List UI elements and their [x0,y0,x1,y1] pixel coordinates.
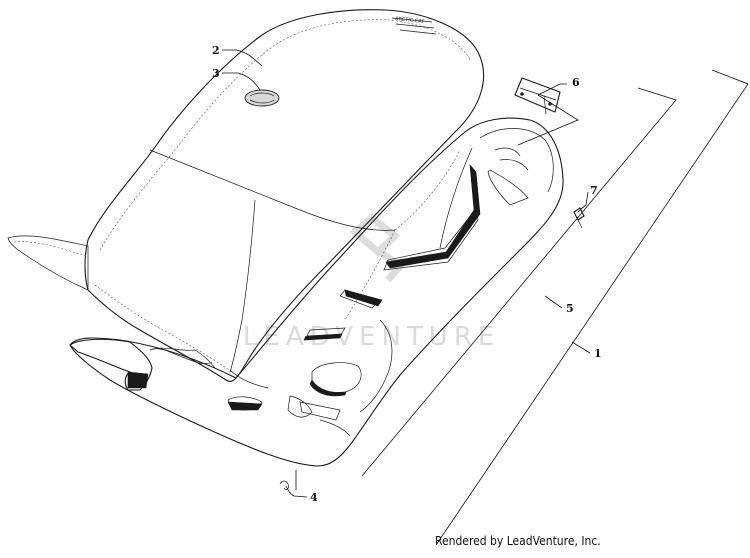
seat-logo: ARCTIC CAT [391,16,437,35]
callout-labels: 2 3 6 7 5 1 4 [212,44,602,504]
callout-3: 3 [212,67,220,80]
callout-1: 1 [594,347,602,360]
bracket [514,77,561,115]
callout-7: 7 [590,184,598,197]
callout-5: 5 [566,302,574,315]
callout-2: 2 [212,44,220,57]
leader-lines [222,49,591,498]
emblem [244,89,280,107]
watermark-text: LEADVENTURE [243,322,500,352]
svg-text:ARCTIC CAT: ARCTIC CAT [395,16,426,25]
callout-4: 4 [310,491,318,504]
assembly-brackets [361,69,749,546]
seat-base [69,117,564,467]
seat-cover: ARCTIC CAT [7,9,485,382]
clip [573,207,585,229]
leadventure-watermark: LEADVENTURE [243,213,500,352]
render-credit: Rendered by LeadVenture, Inc. [435,534,601,548]
callout-6: 6 [572,76,580,89]
fastener [279,480,289,490]
